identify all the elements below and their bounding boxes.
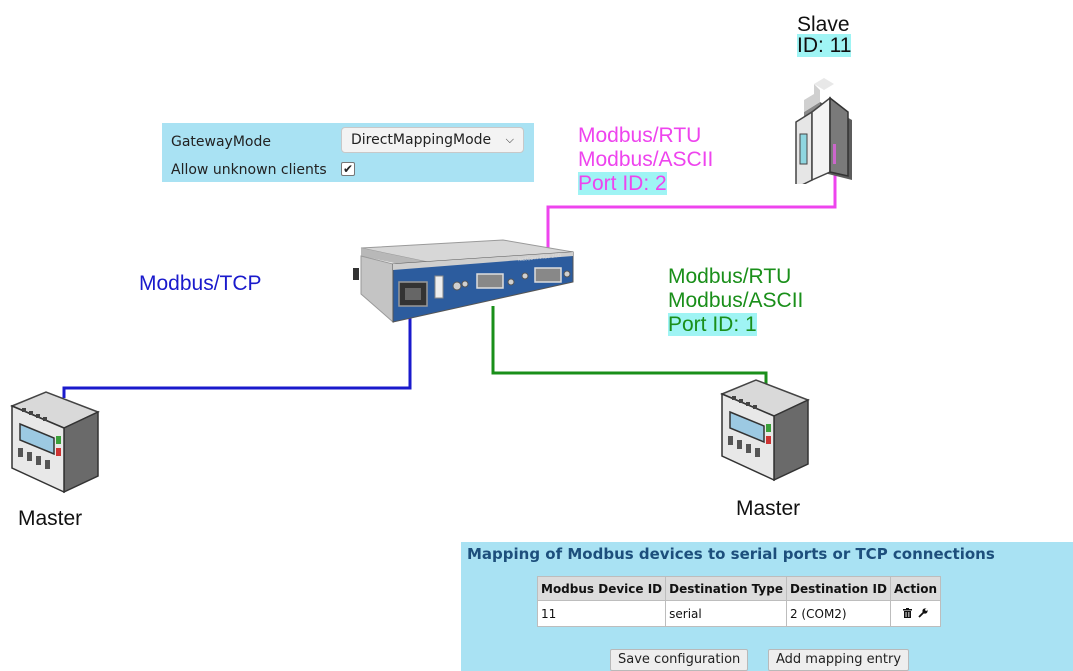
gateway-device	[353, 239, 574, 324]
mapping-panel: Mapping of Modbus devices to serial port…	[461, 542, 1073, 671]
mapping-table: Modbus Device ID Destination Type Destin…	[536, 576, 942, 627]
port2-id-label: Port ID: 2	[578, 172, 667, 195]
column-header-action: Action	[889, 576, 942, 601]
master-plc-right-icon	[720, 379, 810, 482]
allow-unknown-checkbox[interactable]: ✔	[341, 162, 355, 176]
cell-actions	[889, 600, 942, 627]
slave-id-label: ID: 11	[797, 34, 852, 57]
wrench-icon[interactable]	[917, 607, 929, 621]
table-row: 11 serial 2 (COM2)	[536, 600, 942, 627]
slave-device-icon	[795, 78, 852, 184]
slave-title: Slave	[797, 13, 850, 36]
master-right-label: Master	[736, 497, 801, 520]
gateway-mode-value: DirectMappingMode	[351, 132, 492, 148]
serial-wire-port2	[546, 172, 837, 276]
port1-protocol-rtu: Modbus/RTU	[668, 265, 792, 288]
column-header-destination-id: Destination ID	[785, 576, 891, 601]
master-plc-left-icon	[10, 391, 100, 494]
allow-unknown-label: Allow unknown clients	[171, 162, 327, 178]
tcp-wire	[62, 308, 412, 398]
port2-protocol-ascii: Modbus/ASCII	[578, 148, 714, 171]
cell-device-id: 11	[536, 600, 667, 627]
gateway-mode-select[interactable]: DirectMappingMode ⌵	[341, 127, 524, 153]
mapping-title: Mapping of Modbus devices to serial port…	[467, 545, 995, 563]
mapping-header-row: Modbus Device ID Destination Type Destin…	[536, 576, 942, 601]
save-configuration-button[interactable]: Save configuration	[610, 649, 749, 671]
column-header-device-id: Modbus Device ID	[536, 576, 667, 601]
chevron-down-icon: ⌵	[505, 133, 514, 146]
serial-wire-port1	[491, 306, 768, 385]
tcp-label: Modbus/TCP	[139, 272, 262, 295]
gateway-mode-label: GatewayMode	[171, 134, 271, 150]
cell-destination-id: 2 (COM2)	[785, 600, 891, 627]
checkmark-icon: ✔	[342, 162, 354, 176]
gateway-settings-panel: GatewayMode DirectMappingMode ⌵ Allow un…	[162, 123, 534, 182]
port1-id-label: Port ID: 1	[668, 313, 757, 336]
master-left-label: Master	[18, 507, 83, 530]
add-mapping-entry-button[interactable]: Add mapping entry	[768, 649, 910, 671]
port2-protocol-rtu: Modbus/RTU	[578, 124, 702, 147]
trash-icon[interactable]	[902, 607, 914, 621]
column-header-destination-type: Destination Type	[665, 576, 787, 601]
port1-protocol-ascii: Modbus/ASCII	[668, 289, 804, 312]
cell-destination-type: serial	[665, 600, 787, 627]
